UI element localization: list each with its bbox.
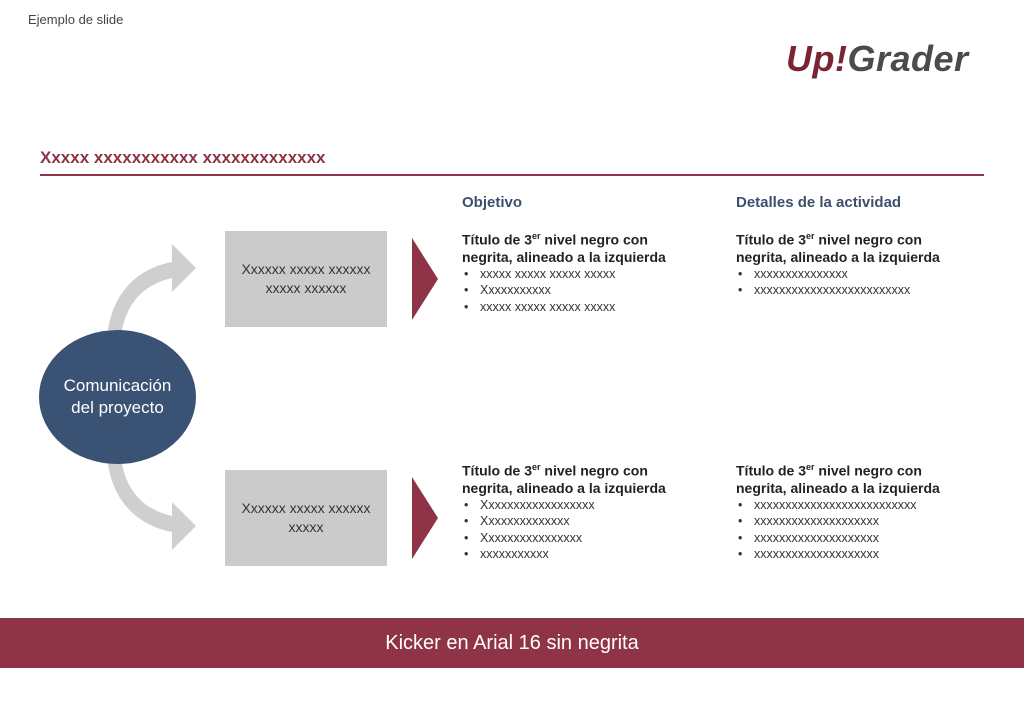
list-item: •Xxxxxxxxxxxxxxxx [464, 530, 583, 545]
logo-part-1: Up! [786, 38, 848, 79]
list-item: •xxxxx xxxxx xxxxx xxxxx [464, 299, 616, 314]
bullet-list: •Xxxxxxxxxxxxxxxxxx •Xxxxxxxxxxxxxx •Xxx… [462, 497, 712, 563]
slide-title: Xxxxx xxxxxxxxxxx xxxxxxxxxxxxx [40, 148, 326, 167]
hub-label-line-1: Comunicación [63, 376, 172, 395]
kicker-band: Kicker en Arial 16 sin negrita [0, 618, 1024, 668]
logo-part-2: Grader [847, 38, 969, 79]
objective-heading: Objetivo [462, 194, 523, 211]
list-item: •xxxxxxxxxxxxxxx [738, 266, 848, 281]
list-item: •Xxxxxxxxxxxxxxxxxx [464, 497, 595, 512]
bottom-box-text: Xxxxxx xxxxx xxxxxx xxxxx [241, 500, 371, 535]
details-heading: Detalles de la actividad [736, 194, 902, 211]
list-item: •xxxxx xxxxx xxxxx xxxxx [464, 266, 616, 281]
top-box-text: Xxxxxx xxxxx xxxxxx xxxxx xxxxxx [241, 261, 371, 296]
list-item: •xxxxxxxxxxxxxxxxxxxxxxxxx [738, 283, 911, 298]
upgrader-logo: Up!Grader [786, 38, 969, 80]
list-item: •xxxxxxxxxxxxxxxxxxxx [738, 547, 879, 562]
list-item: •xxxxxxxxxxxxxxxxxxxxxxxxxx [738, 497, 917, 512]
chevron-right-icon [412, 238, 438, 320]
slide-label: Ejemplo de slide [28, 12, 124, 27]
list-item: •Xxxxxxxxxxx [464, 283, 551, 298]
bullet-list: •xxxxxxxxxxxxxxx •xxxxxxxxxxxxxxxxxxxxxx… [736, 266, 986, 299]
top-box: Xxxxxx xxxxx xxxxxx xxxxx xxxxxx [225, 231, 387, 327]
list-item: •xxxxxxxxxxxxxxxxxxxx [738, 514, 879, 529]
bullet-list: •xxxxx xxxxx xxxxx xxxxx •Xxxxxxxxxxx •x… [462, 266, 712, 316]
curved-arrows [108, 244, 196, 550]
list-item: •Xxxxxxxxxxxxxx [464, 514, 570, 529]
bullet-list: •xxxxxxxxxxxxxxxxxxxxxxxxxx •xxxxxxxxxxx… [736, 497, 986, 563]
hub-circle: Comunicación del proyecto [39, 330, 196, 464]
title-divider [40, 174, 984, 176]
curved-arrow-down-icon [108, 464, 196, 550]
list-item: •xxxxxxxxxxxxxxxxxxxx [738, 530, 879, 545]
bottom-box: Xxxxxx xxxxx xxxxxx xxxxx [225, 470, 387, 566]
curved-arrow-up-icon [108, 244, 196, 330]
kicker-text: Kicker en Arial 16 sin negrita [385, 631, 639, 654]
list-item: •xxxxxxxxxxx [464, 547, 549, 562]
chevron-right-icon [412, 477, 438, 559]
hub-label-line-2: del proyecto [71, 398, 164, 417]
